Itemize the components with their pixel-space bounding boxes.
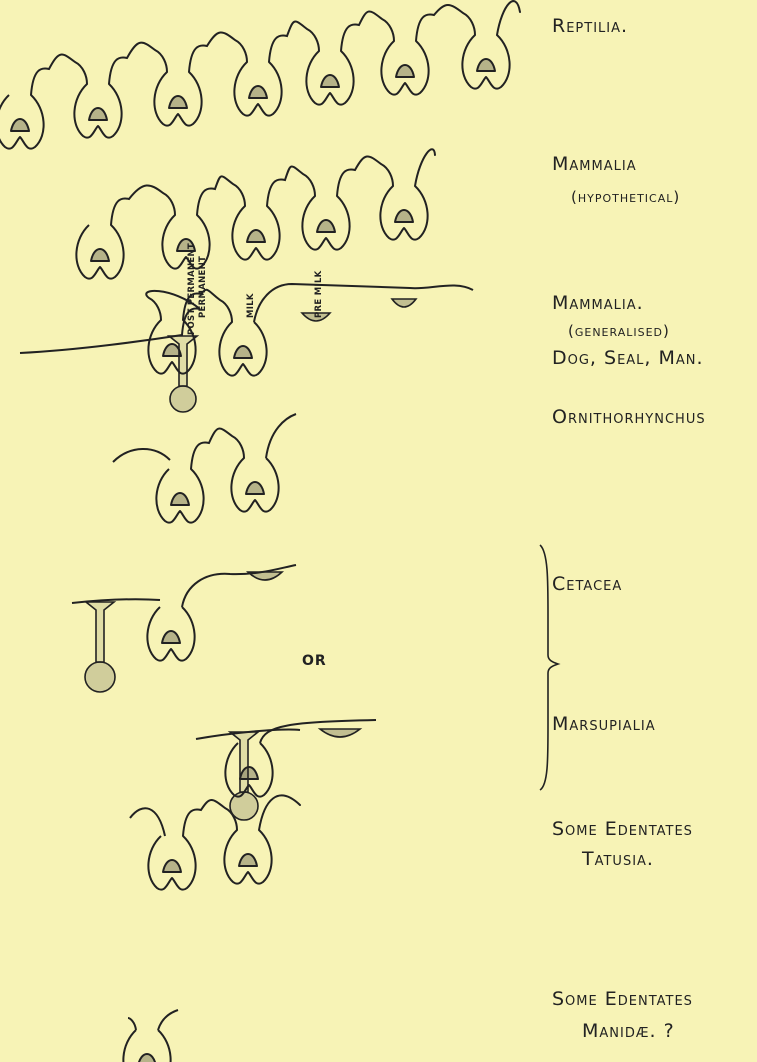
tooth-cap — [234, 346, 252, 358]
tooth-cap — [395, 210, 413, 222]
tooth-cap — [171, 493, 189, 505]
lamina-line — [72, 599, 160, 603]
tooth-cap — [477, 59, 495, 71]
note-manidae: Manidæ. ? — [582, 1020, 675, 1042]
pre-milk-rudiment — [392, 299, 416, 307]
lamina-arch — [191, 429, 244, 469]
lamina-arch — [197, 176, 245, 215]
lamina-arch — [183, 800, 237, 836]
tooth-cap — [246, 482, 264, 494]
post-permanent-bulb — [230, 792, 258, 820]
label-mammalia-hypothetical: Mammalia — [552, 153, 637, 175]
lamina-arch — [267, 166, 315, 206]
lamina-arch — [337, 156, 393, 196]
lamina-line — [266, 414, 296, 458]
lamina-arch — [341, 11, 394, 51]
tooth-cap — [138, 1054, 156, 1062]
lamina-arch — [416, 5, 475, 41]
lamina-line — [128, 1018, 136, 1030]
lamina-arch — [109, 43, 167, 84]
lamina-line — [130, 808, 165, 836]
tooth-cap — [396, 65, 414, 77]
lamina-line — [260, 720, 376, 743]
label-reptilia: Reptilia. — [552, 15, 628, 37]
note-generalised: (generalised) — [568, 320, 670, 342]
tooth-germs — [0, 35, 510, 1062]
or-connector: OR — [302, 653, 327, 669]
post-permanent-stalk — [86, 602, 114, 662]
post-permanent-bulb — [85, 662, 115, 692]
lamina-line — [20, 335, 182, 353]
tooth-cap — [163, 860, 181, 872]
lamina-arch — [189, 32, 247, 72]
lamina-arch — [269, 22, 319, 62]
lamina-tail — [259, 795, 300, 830]
examples-dog-seal-man: Dog, Seal, Man. — [552, 347, 704, 369]
label-cetacea: Cetacea — [552, 573, 622, 595]
note-hypothetical: (hypothetical) — [571, 186, 680, 208]
lamina-line — [113, 449, 170, 462]
lamina-tail — [497, 1, 520, 35]
label-mammalia-generalised: Mammalia. — [552, 292, 644, 314]
tooth-cap — [239, 854, 257, 866]
lamina-tail — [415, 149, 435, 186]
label-milk: MILK — [246, 293, 256, 318]
tooth-cap — [249, 86, 267, 98]
label-post-permanent: POST PERMANENT — [187, 243, 197, 335]
tooth-cap — [162, 631, 180, 643]
lamina-line — [158, 1010, 178, 1030]
label-some-edentates-1: Some Edentates — [552, 818, 693, 840]
label-marsupialia: Marsupialia — [552, 713, 656, 735]
lamina-arch — [31, 55, 87, 95]
label-ornithorhynchus: Ornithorhynchus — [552, 406, 706, 428]
tooth-cap — [91, 249, 109, 261]
post-permanent-bulb — [170, 386, 196, 412]
label-permanent: PERMANENT — [198, 256, 208, 318]
pre-milk-rudiment — [320, 729, 360, 737]
label-some-edentates-2: Some Edentates — [552, 988, 693, 1010]
lamina-extras — [20, 284, 558, 1030]
label-pre-milk: PRE MILK — [314, 270, 324, 318]
note-tatusia: Tatusia. — [582, 848, 654, 870]
lamina-line — [254, 284, 473, 322]
tooth-cap — [321, 75, 339, 87]
lamina-arches — [31, 1, 520, 836]
tooth-cap — [11, 119, 29, 131]
tooth-cap — [247, 230, 265, 242]
pre-milk-rudiment — [248, 572, 282, 580]
tooth-cap — [317, 220, 335, 232]
tooth-cap — [169, 96, 187, 108]
post-permanent-stalk — [230, 732, 258, 792]
lamina-arch — [111, 185, 175, 225]
tooth-cap — [89, 108, 107, 120]
